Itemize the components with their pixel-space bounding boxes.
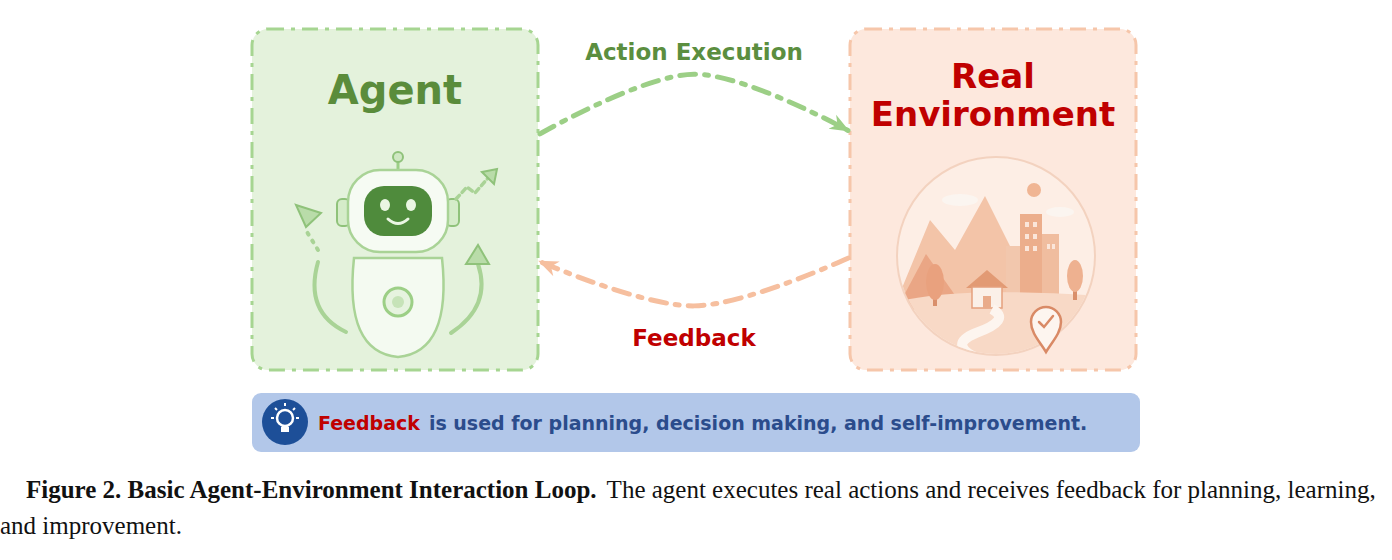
feedback-arrow xyxy=(540,258,848,306)
edge-label: Action Execution xyxy=(585,39,803,65)
figure-caption-block: Figure 2. Basic Agent-Environment Intera… xyxy=(0,472,1386,544)
highlight-word: Feedback xyxy=(318,411,420,435)
edge-label: Feedback xyxy=(632,325,755,351)
box-title: Real Environment xyxy=(854,57,1132,133)
environment-box-text-holder: Real Environment xyxy=(854,57,1132,133)
agent-box: Agent xyxy=(250,27,540,372)
agent-box-shape xyxy=(252,29,538,370)
action-arrow xyxy=(540,74,848,134)
environment-box: Real Environment xyxy=(848,27,1138,372)
takeaway-banner: Feedback is used for planning, decision m… xyxy=(250,391,1142,454)
figure-title: Figure 2. Basic Agent-Environment Intera… xyxy=(26,476,597,503)
agent-box-text-holder: Agent xyxy=(256,67,534,113)
banner-text: is used for planning, decision making, a… xyxy=(429,411,1087,435)
box-title: Agent xyxy=(256,67,534,113)
takeaway-banner-shape xyxy=(252,393,1140,452)
environment-box-shape xyxy=(850,29,1136,370)
takeaway-banner-text-holder: Feedback is used for planning, decision m… xyxy=(318,391,1132,454)
